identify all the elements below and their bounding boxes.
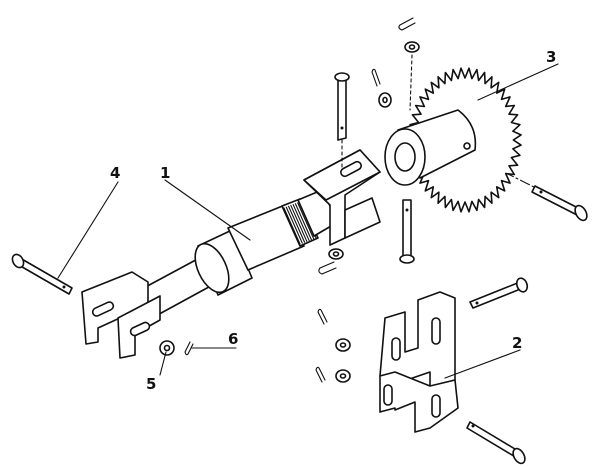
callout-2: 2: [512, 334, 522, 352]
upper-bracket-slot-left: [391, 337, 401, 361]
shaft-assembly: [139, 189, 339, 319]
upper-bracket-slot-right: [431, 317, 441, 345]
callout-6: 6: [228, 330, 238, 348]
left-u-bracket: [81, 271, 161, 359]
cotter-pin-gear: [371, 68, 381, 87]
cotter-pin-top: [398, 17, 416, 31]
gear-side-pin: [531, 185, 588, 222]
gear-hub-pin-hole: [463, 142, 471, 150]
upper-u-bracket: [303, 149, 381, 246]
left-long-pin: [11, 253, 73, 295]
leader-3: [477, 63, 559, 101]
double-u-brackets: [379, 291, 459, 433]
shaft-body: [227, 204, 305, 271]
cotter-pin-6: [184, 341, 194, 356]
lower-bracket-slot-left: [383, 384, 393, 406]
vertical-pin-lower: [399, 199, 415, 264]
callout-1: 1: [160, 164, 170, 182]
gear-assembly: [384, 67, 522, 213]
cotter-pin-shaft: [318, 261, 337, 275]
cotter-pins: [184, 17, 416, 383]
cotter-pin-bracket-upper: [317, 308, 328, 325]
callout-4: 4: [110, 164, 120, 182]
shaft-collar-face: [194, 242, 230, 294]
alignment-lines: [341, 54, 413, 171]
gear-hub-bore: [394, 142, 416, 172]
bracket-pin-lower: [466, 421, 526, 465]
callout-3: 3: [546, 48, 556, 66]
upper-bracket-slot: [340, 160, 362, 178]
lower-bracket-slot-right: [431, 394, 441, 418]
vertical-pin-upper: [334, 72, 350, 141]
upper-bracket-lower-plate: [344, 197, 381, 239]
callout-5: 5: [146, 375, 156, 393]
leader-4: [57, 181, 119, 279]
cotter-pin-bracket-lower: [315, 366, 326, 383]
washers: [159, 41, 420, 383]
left-bracket-slot-b: [129, 321, 151, 337]
leader-2: [444, 349, 521, 379]
leader-1: [164, 179, 251, 241]
callout-leaders: [57, 63, 559, 379]
bracket-pin-upper: [469, 277, 529, 309]
leader-5: [159, 351, 167, 376]
left-bracket-slot-a: [91, 301, 115, 317]
